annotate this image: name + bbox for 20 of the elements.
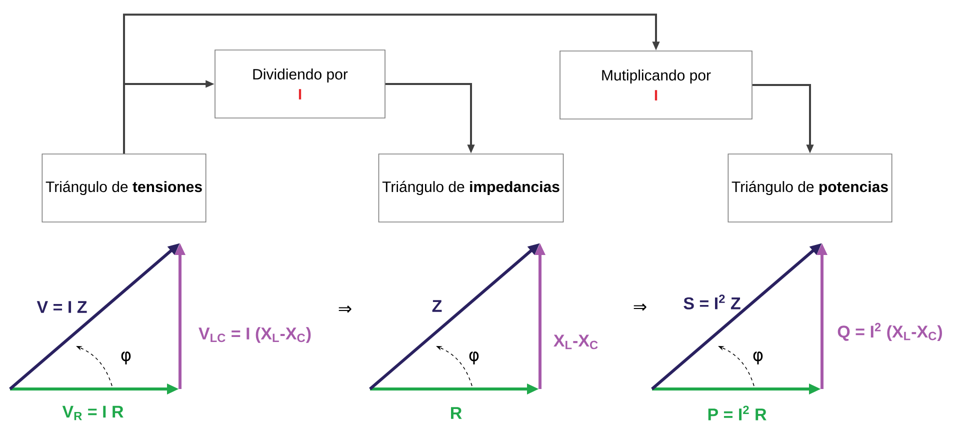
angle-symbol: φ [469,352,479,364]
vector-label: P = I$^{2}$ R [708,406,766,420]
implies-symbol: ⇒ [634,304,646,311]
angle-symbol: φ [121,352,131,364]
vector-label: Q = I$^{2}$ (X$_{L}$-X$_{C}$) [838,322,942,342]
arrow [123,14,660,154]
vector-label: V = I Z [36,301,87,313]
process-box: Triángulo de potencias [728,154,892,222]
vector-label: V$_{LC}$ = I (X$_{L}$-X$_{C}$) [198,327,311,343]
vector-label: R [451,407,462,419]
process-box: Mutiplicando por I [560,50,752,120]
vector-label: S = I$^{2}$ Z [684,294,740,310]
implies-symbol: ⇒ [338,306,352,313]
process-box: Triángulo de impedancias [378,154,564,222]
angle-symbol: φ [753,352,763,364]
vector-label: Z [432,300,442,312]
process-box: Dividiendo por I [214,50,386,118]
vector-label: X$_{L}$-X$_{C}$ [554,334,598,350]
process-box: Triángulo de tensiones [42,154,206,222]
vector-label: V$_{R}$ = I R [62,406,124,420]
